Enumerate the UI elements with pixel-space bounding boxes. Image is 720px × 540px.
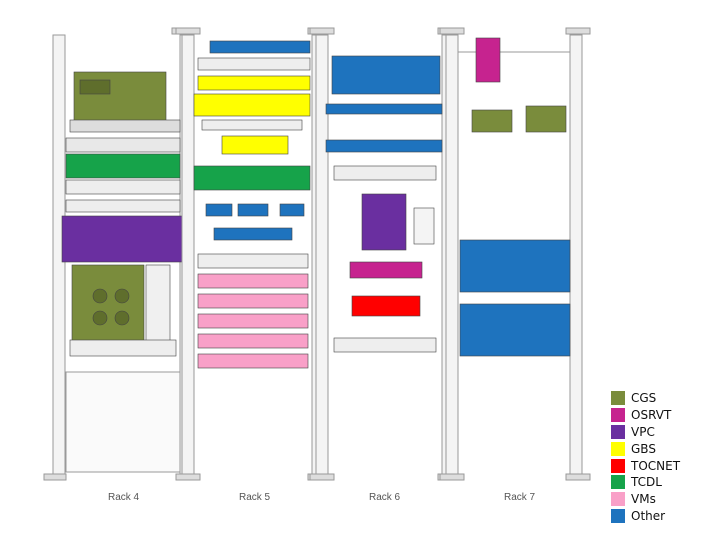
rack-7-label: Rack 7 bbox=[504, 492, 536, 503]
legend-item-gbs: GBS bbox=[611, 440, 680, 457]
rack-6-equipment bbox=[325, 55, 443, 353]
legend-label: OSRVT bbox=[631, 408, 672, 423]
rack-5-equipment bbox=[193, 40, 311, 369]
legend-label: CGS bbox=[631, 391, 657, 406]
legend-label: GBS bbox=[631, 441, 656, 456]
legend-label: VMs bbox=[631, 492, 656, 507]
legend-swatch bbox=[611, 408, 625, 423]
legend-swatch bbox=[611, 458, 625, 473]
legend-swatch bbox=[611, 424, 625, 439]
rack-7-equipment bbox=[459, 37, 571, 357]
rack-6-frame bbox=[309, 27, 463, 481]
legend-item-vms: VMs bbox=[611, 491, 680, 508]
legend-swatch bbox=[611, 391, 625, 406]
rack-6-label: Rack 6 bbox=[369, 492, 401, 503]
legend-item-osrvt: OSRVT bbox=[611, 407, 680, 424]
legend: CGS OSRVT VPC GBS TOCNET TCDL VMs Other bbox=[611, 390, 680, 524]
legend-item-cgs: CGS bbox=[611, 390, 680, 407]
rack-5-label: Rack 5 bbox=[239, 492, 271, 503]
rack-4-label: Rack 4 bbox=[108, 492, 140, 503]
legend-label: Other bbox=[631, 508, 666, 523]
legend-label: VPC bbox=[631, 424, 655, 439]
legend-swatch bbox=[611, 475, 625, 490]
legend-item-other: Other bbox=[611, 508, 680, 525]
legend-item-vpc: VPC bbox=[611, 424, 680, 441]
legend-item-tcdl: TCDL bbox=[611, 474, 680, 491]
legend-label: TOCNET bbox=[631, 458, 681, 473]
legend-label: TCDL bbox=[631, 475, 662, 490]
legend-swatch bbox=[611, 508, 625, 523]
legend-swatch bbox=[611, 492, 625, 507]
rack-4-equipment bbox=[61, 71, 183, 357]
legend-item-tocnet: TOCNET bbox=[611, 457, 680, 474]
rack-7-frame bbox=[439, 27, 591, 481]
legend-swatch bbox=[611, 441, 625, 456]
